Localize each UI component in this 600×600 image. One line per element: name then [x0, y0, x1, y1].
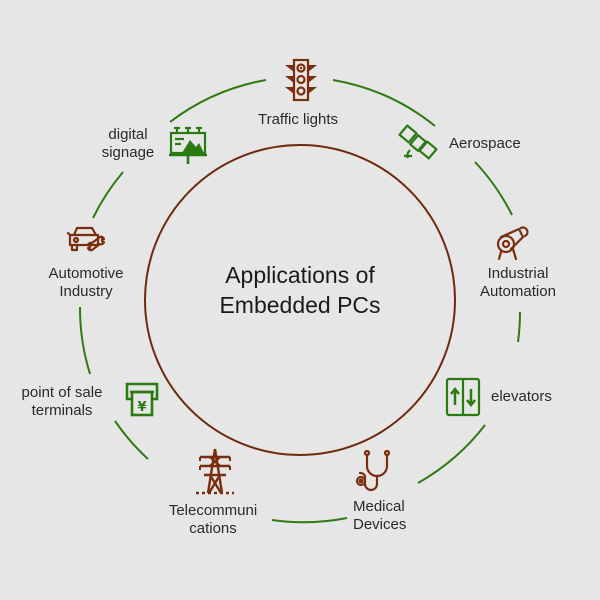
traffic-light-icon	[285, 58, 317, 102]
inner-ring	[144, 144, 456, 456]
transmission-tower-icon	[196, 448, 234, 495]
car-wrench-icon	[66, 226, 106, 252]
center-title-line2: Embedded PCs	[219, 292, 381, 318]
elevator-icon	[445, 377, 481, 417]
label-elevators: elevators	[491, 388, 552, 405]
center-title-line1: Applications of	[225, 262, 375, 288]
label-medical-devices: Medical Devices	[353, 498, 407, 533]
label-aerospace: Aerospace	[449, 135, 521, 152]
label-industrial-automation: Industrial Automation	[480, 265, 556, 300]
label-traffic-lights: Traffic lights	[257, 111, 339, 128]
svg-text:¥: ¥	[137, 400, 146, 415]
stethoscope-icon	[355, 450, 391, 492]
label-point-of-sale-terminals: point of sale terminals	[21, 384, 103, 419]
pos-terminal-icon: ¥	[125, 382, 159, 417]
outer-ring	[78, 79, 522, 524]
label-automotive-industry: Automotive Industry	[48, 265, 124, 300]
billboard-icon	[169, 126, 207, 164]
robot-arm-icon	[496, 226, 529, 261]
center-title: Applications of Embedded PCs	[150, 260, 450, 320]
satellite-icon	[398, 124, 438, 160]
label-telecommunications: Telecommuni cations	[168, 502, 258, 537]
label-digital-signage: digital signage	[101, 126, 155, 161]
